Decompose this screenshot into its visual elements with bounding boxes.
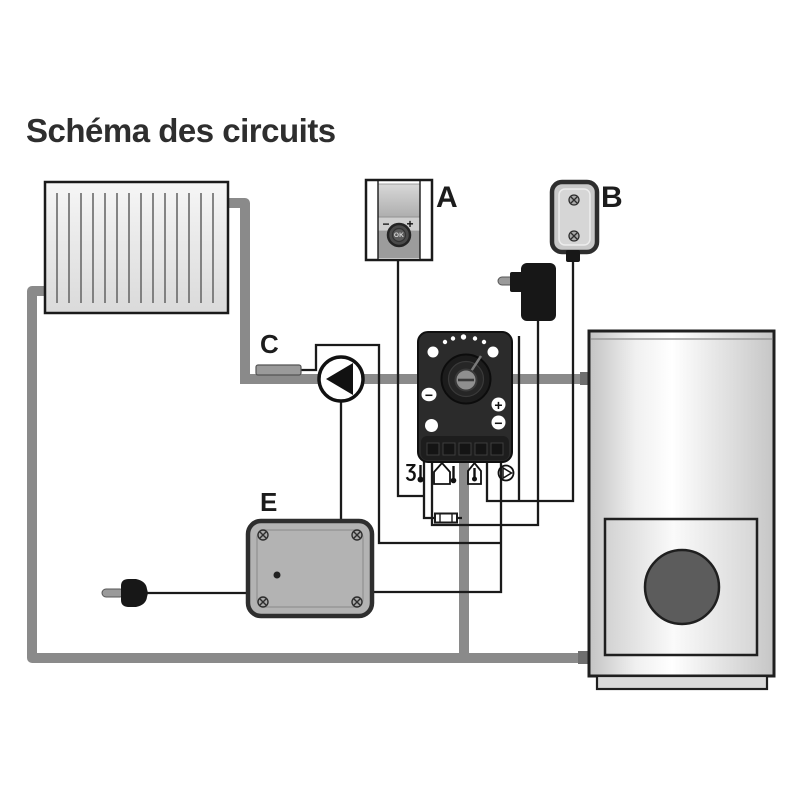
outdoor-sensor — [549, 179, 600, 262]
controller-dial — [440, 353, 492, 405]
junction-box — [245, 518, 375, 619]
controller-terminals — [426, 442, 504, 456]
pump-direction-arrow — [326, 363, 353, 395]
wire-outdoor-sensor-b — [485, 260, 575, 503]
junction-box-led — [273, 571, 281, 579]
junction-box-screws — [257, 529, 363, 608]
thermostat-ok-label: OK — [393, 231, 405, 239]
label-thermostat-a: A — [436, 181, 458, 214]
outdoor-temperature-sensor-glyph: Ʒ — [405, 460, 417, 481]
label-pipe-sensor-c: C — [260, 329, 279, 359]
room-thermostat — [364, 178, 434, 262]
controller-button-plus — [491, 397, 506, 412]
heating-controller — [417, 331, 513, 463]
wire-terminal1-fuse — [422, 461, 462, 520]
boiler-base — [595, 674, 769, 691]
mains-plug — [101, 579, 148, 607]
circulation-pump — [317, 355, 365, 403]
thermostat-plus-button: + — [406, 216, 414, 231]
thermostat-minus-button: − — [382, 216, 390, 231]
pump-icon — [497, 464, 515, 482]
controller-button-minus-left — [421, 387, 437, 402]
terminal-symbols — [417, 461, 515, 485]
inline-sensor-fuse — [434, 512, 458, 524]
label-outdoor-sensor-b: B — [601, 181, 623, 214]
controller-button-minus-right — [491, 415, 506, 430]
controller-plus-glyph: + — [494, 396, 503, 413]
page-title: Schéma des circuits — [26, 112, 336, 149]
radiator-fins — [56, 193, 214, 303]
thermostat-display — [377, 183, 421, 218]
boiler — [587, 329, 776, 691]
controller-scale-dots — [427, 334, 499, 358]
pipe-contact-sensor — [255, 364, 302, 376]
wire-thermostat-a — [396, 256, 424, 498]
controller-minus-right-glyph: − — [494, 414, 503, 431]
boiler-burner-window — [643, 548, 721, 626]
outdoor-temperature-sensor-icon — [417, 465, 424, 483]
power-adapter — [497, 263, 556, 321]
controller-minus-left-glyph: − — [424, 386, 434, 403]
adapter-body — [521, 263, 556, 321]
wire-adapter — [430, 318, 540, 527]
outdoor-sensor-cable-gland — [566, 250, 580, 262]
pipe-radiator-return — [27, 286, 588, 663]
flow-temperature-sensor-icon — [433, 461, 457, 485]
radiator — [43, 180, 230, 315]
pipe-radiator-supply — [228, 198, 250, 379]
plug-prong — [101, 588, 125, 598]
room-temperature-sensor-icon — [467, 461, 482, 485]
wire-terminal4-junction-box — [372, 461, 503, 594]
label-junction-box-e: E — [260, 487, 278, 517]
outdoor-sensor-screws — [568, 194, 580, 242]
plug-body — [121, 579, 148, 607]
wire-pipe-sensor-c — [301, 343, 501, 545]
controller-button-blank — [425, 419, 438, 432]
